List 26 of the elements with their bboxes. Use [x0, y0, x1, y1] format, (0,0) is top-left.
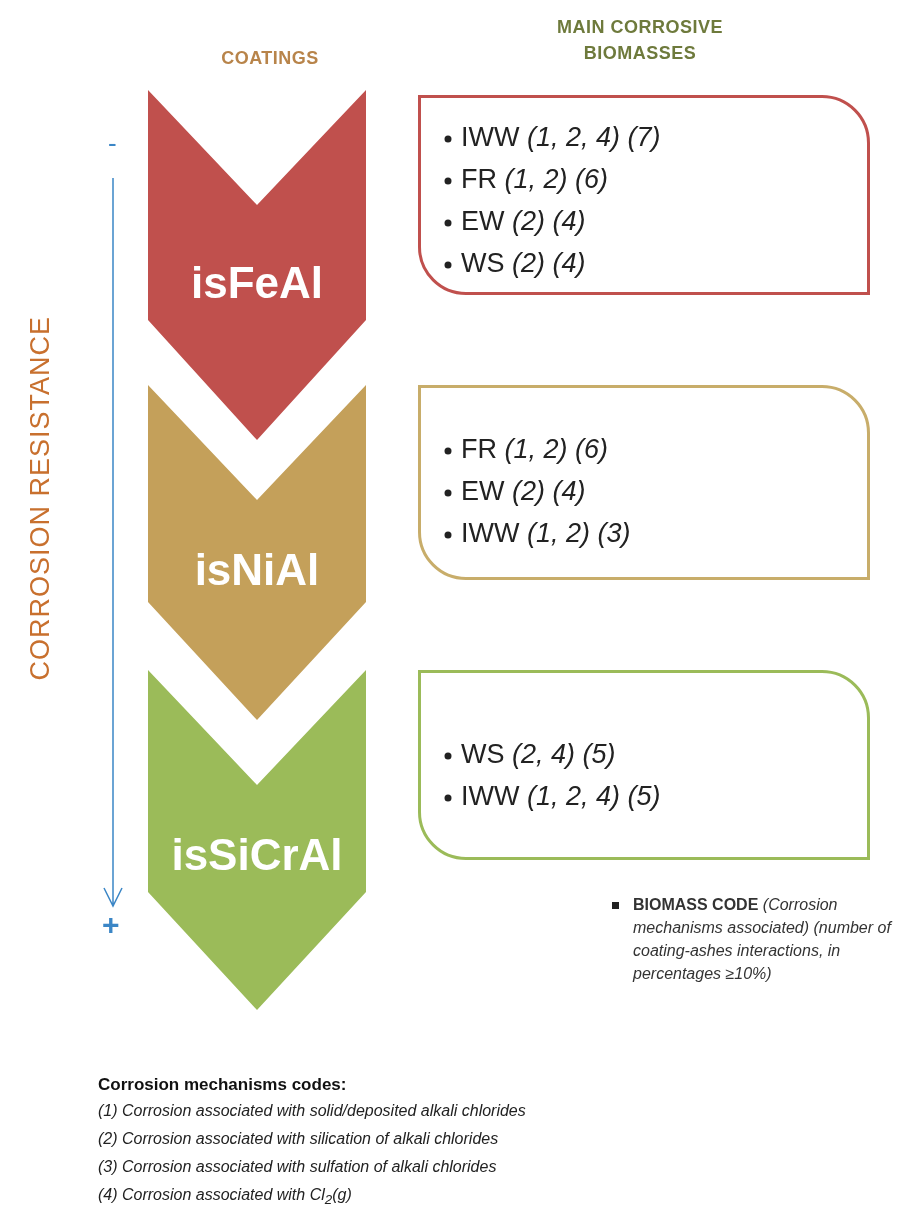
biomass-item: FR (1, 2) (6) [461, 434, 609, 464]
biomass-item: EW (2) (4) [461, 476, 586, 506]
biomass-item: EW (2) (4) [461, 206, 586, 236]
biomass-box [418, 670, 870, 860]
column-heading: COATINGS [220, 48, 320, 69]
axis-label: CORROSION RESISTANCE [24, 320, 56, 681]
code-definition: (2) Corrosion associated with silication of alkali chlorides [98, 1130, 500, 1148]
code-definition: (1) Corrosion associated with solid/deposited alkali chlorides [98, 1102, 527, 1120]
column-heading: MAIN CORROSIVE BIOMASSES [556, 16, 724, 65]
biomass-item: IWW (1, 2, 4) (7) [461, 122, 661, 152]
coating-name: isNiAl [193, 545, 321, 595]
biomass-item: IWW (1, 2, 4) (5) [461, 781, 661, 811]
coating-name: isSiCrAl [170, 830, 344, 880]
legend-note: BIOMASS CODE (Corrosion mechanisms associated) (number of coating-ashes interactions, in percentages ≥10%) [633, 895, 894, 984]
biomass-item: FR (1, 2) (6) [461, 164, 609, 194]
code-definition: (4) Corrosion associated with Cl$_{2}$(g) [98, 1186, 353, 1208]
biomass-box [418, 385, 870, 580]
coating-name: isFeAl [189, 258, 324, 308]
code-definition: (3) Corrosion associated with sulfation of alkali chlorides [98, 1158, 498, 1176]
biomass-item: WS (2) (4) [461, 248, 586, 278]
biomass-item: WS (2, 4) (5) [461, 739, 616, 769]
plus-sign: + [102, 908, 121, 942]
minus-sign: - [108, 128, 118, 159]
biomass-item: IWW (1, 2) (3) [461, 518, 631, 548]
codes-heading: Corrosion mechanisms codes: [98, 1075, 348, 1095]
biomass-box [418, 95, 870, 295]
